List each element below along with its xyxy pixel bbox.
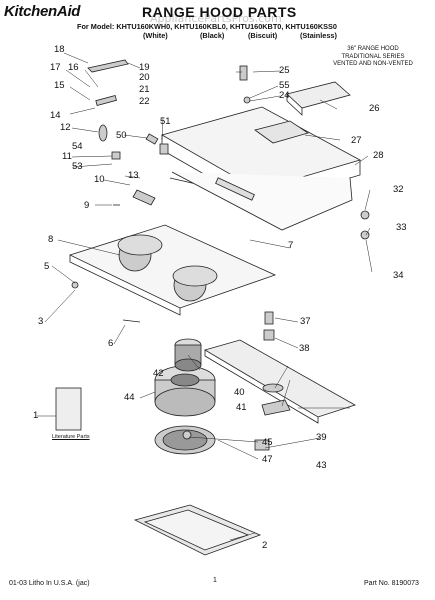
filter-part — [133, 504, 262, 556]
callout-27: 27 — [351, 135, 362, 146]
damper-part — [286, 81, 351, 116]
callout-43: 43 — [316, 460, 327, 471]
callout-32: 32 — [393, 184, 404, 195]
watermark: AppliancePartsPros.com — [150, 12, 282, 25]
description-line: TRADITIONAL SERIES — [341, 53, 405, 60]
callout-53: 53 — [72, 161, 83, 172]
literature-parts-label: Literature Parts — [52, 434, 90, 440]
callout-45: 45 — [262, 437, 273, 448]
callout-11: 11 — [62, 151, 72, 162]
model-line: For Model: KHTU160KWH0, KHTU160KBL0, KHT… — [77, 22, 337, 31]
hood-shell — [160, 106, 362, 231]
grille-part — [154, 425, 216, 455]
callout-37: 37 — [300, 316, 311, 327]
callout-38: 38 — [299, 343, 310, 354]
description-line: VENTED AND NON-VENTED — [333, 61, 413, 68]
callout-54: 54 — [72, 141, 83, 152]
callout-55: 55 — [279, 80, 290, 91]
bottom-plate — [68, 224, 277, 316]
callout-44: 44 — [124, 392, 135, 403]
callout-9: 9 — [84, 200, 90, 211]
callout-15: 15 — [54, 80, 65, 91]
callout-50: 50 — [116, 130, 127, 141]
color-black: (Black) — [200, 31, 225, 40]
callout-25: 25 — [279, 65, 290, 76]
callout-39: 39 — [316, 432, 327, 443]
callout-13: 13 — [128, 170, 139, 181]
brand-logo: KitchenAid — [4, 3, 81, 20]
callout-33: 33 — [396, 222, 407, 233]
callout-47: 47 — [262, 454, 273, 465]
callout-1: 1 — [33, 410, 39, 421]
product-description: 36" RANGE HOOD TRADITIONAL SERIES VENTED… — [311, 46, 435, 69]
callout-14: 14 — [50, 110, 61, 121]
blower-wheel — [154, 365, 216, 417]
callout-20: 20 — [139, 72, 150, 83]
callout-12: 12 — [60, 122, 71, 133]
page-title: RANGE HOOD PARTS — [142, 4, 297, 20]
callout-28: 28 — [373, 150, 384, 161]
color-biscuit: (Biscuit) — [248, 31, 278, 40]
description-line: 36" RANGE HOOD — [347, 46, 399, 52]
callout-26: 26 — [369, 103, 380, 114]
callout-8: 8 — [48, 234, 54, 245]
callout-7: 7 — [288, 240, 294, 251]
callout-22: 22 — [139, 96, 150, 107]
callout-3: 3 — [38, 316, 44, 327]
callout-6: 6 — [108, 338, 114, 349]
callout-5: 5 — [44, 261, 50, 272]
callout-2: 2 — [262, 540, 268, 551]
small-parts — [71, 59, 370, 451]
footer-page-number: 1 — [213, 577, 217, 584]
rail-part — [203, 339, 356, 424]
callout-41: 41 — [236, 402, 247, 413]
callout-17: 17 — [50, 62, 61, 73]
color-stainless: (Stainless) — [300, 31, 337, 40]
callout-19: 19 — [139, 62, 150, 73]
callout-51: 51 — [160, 116, 171, 127]
callout-10: 10 — [94, 174, 105, 185]
callout-24: 24 — [279, 90, 290, 101]
callout-34: 34 — [393, 270, 404, 281]
footer-print-info: 01-03 Litho In U.S.A. (jac) — [9, 580, 90, 587]
callout-40: 40 — [234, 387, 245, 398]
literature-booklet — [55, 387, 82, 431]
footer-part-number: Part No. 8190073 — [364, 580, 419, 587]
callout-21: 21 — [139, 84, 150, 95]
callout-18: 18 — [54, 44, 65, 55]
callout-16: 16 — [68, 62, 79, 73]
color-white: (White) — [143, 31, 168, 40]
callout-42: 42 — [153, 368, 164, 379]
